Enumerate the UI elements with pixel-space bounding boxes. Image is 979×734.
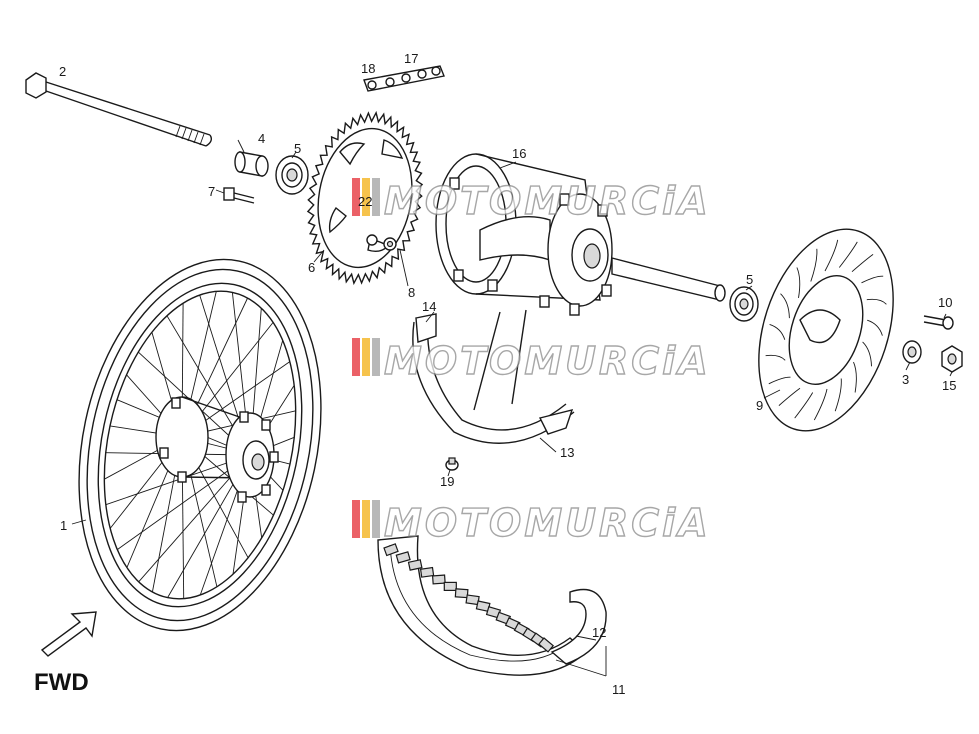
- watermark-text-middle: MOTOMURCiA: [384, 339, 711, 383]
- label-5-right: 5: [746, 272, 753, 287]
- valve-part-14: [473, 309, 527, 411]
- label-18: 18: [361, 61, 375, 76]
- label-8: 8: [408, 285, 415, 300]
- label-10: 10: [938, 295, 952, 310]
- watermark-top: MOTOMURCiA: [352, 178, 711, 224]
- label-15: 15: [942, 378, 956, 393]
- spacer-part-4: [234, 151, 269, 177]
- label-11: 11: [612, 682, 626, 697]
- label-9: 9: [756, 398, 763, 413]
- nut-part-15: [941, 345, 963, 373]
- bearing-part-5-right: [729, 286, 759, 322]
- valve-cap-part-19: [445, 457, 459, 471]
- sprocket-carrier-part-16: [435, 153, 726, 316]
- rim-band-part-13: [412, 313, 575, 444]
- inner-tube-part-12: [550, 588, 607, 665]
- label-12: 12: [592, 625, 606, 640]
- leader-lines: [71, 139, 953, 677]
- chain-link-parts-17-18: [363, 65, 445, 92]
- watermark-middle: MOTOMURCiA: [352, 338, 711, 384]
- label-7: 7: [208, 184, 215, 199]
- bearing-part-5-left: [275, 155, 309, 195]
- label-1: 1: [60, 518, 67, 533]
- label-13: 13: [560, 445, 574, 460]
- label-2: 2: [59, 64, 66, 79]
- bolt-part-7: [223, 187, 255, 204]
- fwd-label: FWD: [34, 669, 89, 696]
- wheel-assembly: [78, 258, 322, 632]
- label-19: 19: [440, 474, 454, 489]
- label-5-left: 5: [294, 141, 301, 156]
- watermark-text-top: MOTOMURCiA: [384, 179, 711, 223]
- bolt-part-10: [923, 315, 954, 330]
- tire-part-11: [377, 535, 588, 676]
- label-14: 14: [422, 299, 436, 314]
- watermark-text-bottom: MOTOMURCiA: [384, 501, 711, 545]
- label-4: 4: [258, 131, 265, 146]
- washer-part-3: [902, 340, 922, 364]
- label-16: 16: [512, 146, 526, 161]
- forward-arrow-icon: [40, 611, 97, 657]
- axle-part-2: [25, 72, 213, 147]
- label-17: 17: [404, 51, 418, 66]
- label-22: 22: [358, 194, 372, 209]
- part-labels: 1 2 3 4 5 5 6 7 8 9 10 11 12 13 14 15 16…: [59, 51, 956, 697]
- label-6: 6: [308, 260, 315, 275]
- watermark-bottom: MOTOMURCiA: [352, 500, 711, 546]
- label-3: 3: [902, 372, 909, 387]
- brake-disc-part-9: [758, 228, 894, 432]
